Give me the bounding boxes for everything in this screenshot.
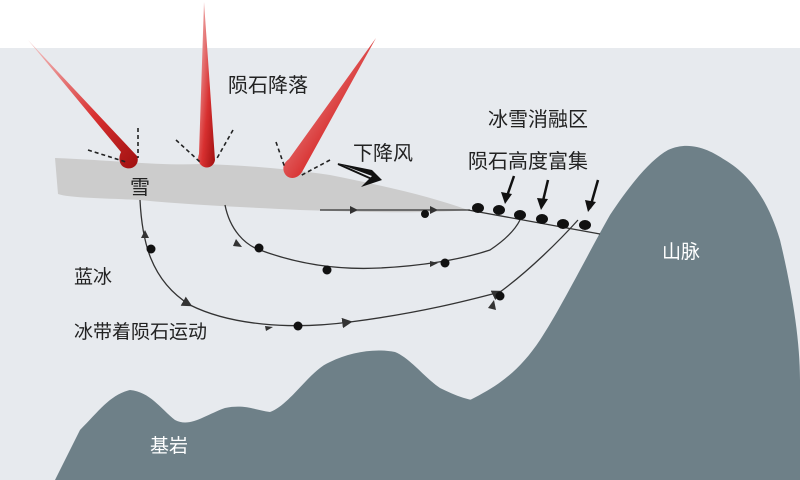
flow-arrows (141, 206, 496, 331)
meteorite-dot-icon (322, 265, 332, 275)
meteorite-dots (146, 210, 505, 331)
label-ice-transport: 冰带着陨石运动 (74, 321, 207, 343)
meteor-1-icon (28, 40, 138, 169)
meteorite-dot-icon (421, 210, 429, 218)
impact-marks (87, 128, 331, 177)
label-bedrock: 基岩 (150, 435, 188, 457)
enriched-meteorites (472, 203, 591, 230)
label-blue-ice: 蓝冰 (74, 266, 112, 288)
label-mountain-range: 山脉 (662, 241, 700, 263)
meteorite-dot-icon (293, 321, 303, 331)
meteor-2-icon (198, 2, 215, 168)
flow-lines (139, 199, 579, 329)
label-enrichment: 陨石高度富集 (468, 149, 588, 173)
label-snow: 雪 (130, 175, 150, 199)
label-melt-zone: 冰雪消融区 (488, 107, 588, 131)
snow-layer (55, 158, 468, 213)
ablation-surface (467, 209, 601, 235)
mountain-range (470, 145, 800, 480)
label-katabatic-wind: 下降风 (353, 141, 413, 165)
label-meteorite-fall: 陨石降落 (228, 73, 308, 97)
meteorite-dot-icon (146, 244, 156, 254)
meteorite-dot-icon (495, 291, 505, 301)
meteorite-dot-icon (254, 243, 264, 253)
meteor-3-icon (283, 38, 376, 178)
enrichment-pointers (501, 175, 600, 212)
bedrock (55, 350, 540, 480)
wind-arrow-icon (337, 163, 382, 187)
meteorite-dot-icon (440, 258, 450, 268)
